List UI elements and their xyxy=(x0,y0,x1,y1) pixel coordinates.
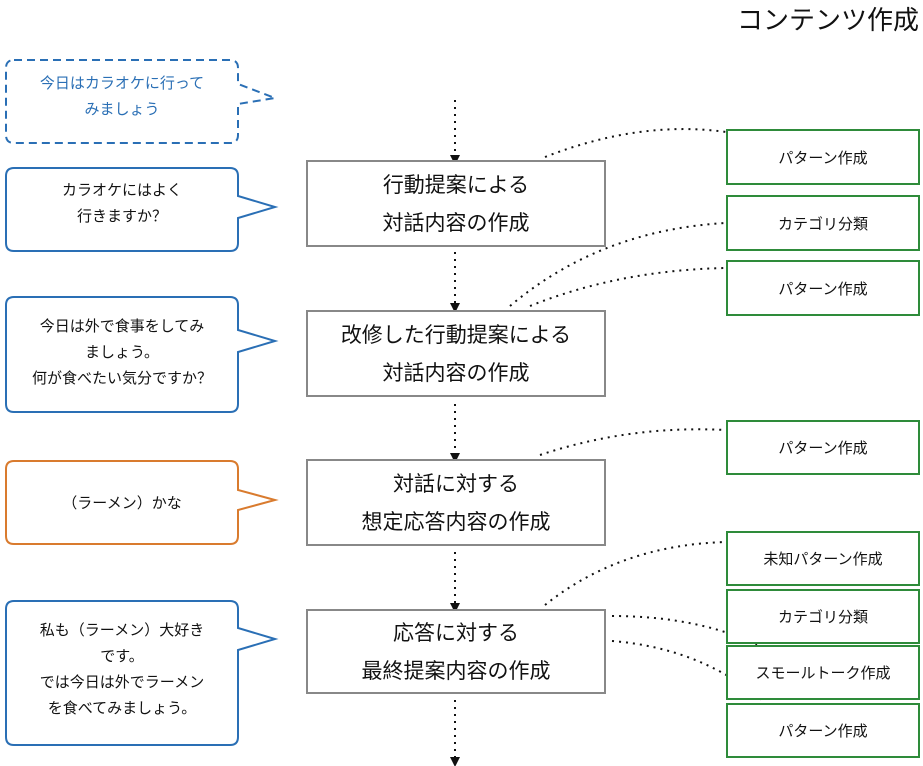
tag-connector-2 xyxy=(509,222,727,307)
bubble-shape-5 xyxy=(5,600,279,746)
tag-box-1 xyxy=(726,129,920,185)
bubble-shape-2 xyxy=(5,167,279,252)
bubble-shape-4 xyxy=(5,460,279,545)
tag-box-8 xyxy=(726,703,920,758)
step-box-4 xyxy=(306,609,606,694)
step-box-3 xyxy=(306,459,606,546)
page-title: コンテンツ作成 xyxy=(736,6,919,36)
speech-bubbles xyxy=(5,59,279,746)
step-box-2 xyxy=(306,310,606,397)
tag-box-7 xyxy=(726,645,920,700)
bubble-text-3: 今日は外で食事をしてみ ましょう。 何が食べたい気分ですか？ xyxy=(31,317,212,387)
tag-text-2: カテゴリ分類 xyxy=(777,214,868,233)
step-text-1: 行動提案による 対話内容の作成 xyxy=(382,173,530,235)
tag-text-8: パターン作成 xyxy=(778,722,868,740)
tag-connector-5 xyxy=(544,541,727,606)
tag-box-5 xyxy=(726,531,920,586)
tag-box-2 xyxy=(726,195,920,251)
tag-text-3: パターン作成 xyxy=(778,279,868,298)
tag-text-7: スモールトーク作成 xyxy=(755,664,891,682)
bubble-shape-3 xyxy=(5,296,279,413)
tag-box-4 xyxy=(726,420,920,475)
bubble-text-4: （ラーメン）かな xyxy=(62,494,182,512)
tag-connector-1 xyxy=(544,128,727,158)
tag-text-4: パターン作成 xyxy=(778,439,868,457)
tag-box-6 xyxy=(726,589,920,644)
tag-connector-4 xyxy=(539,428,727,456)
tag-boxes xyxy=(726,129,920,758)
bubble-shape-1 xyxy=(5,59,279,144)
tag-text-1: パターン作成 xyxy=(778,148,868,167)
bubble-text-1: 今日はカラオケに行って みましょう xyxy=(39,74,205,118)
tag-text-6: カテゴリ分類 xyxy=(777,608,868,626)
bubble-text-5: 私も（ラーメン）大好き です。 では今日は外でラーメン を食べてみましょう。 xyxy=(39,621,205,717)
step-text-3: 対話に対する 想定応答内容の作成 xyxy=(361,472,551,534)
process-steps xyxy=(306,160,606,694)
tag-box-3 xyxy=(726,260,920,316)
bubble-text-2: カラオケにはよく 行きますか？ xyxy=(61,181,182,225)
step-text-4: 応答に対する 最終提案内容の作成 xyxy=(361,621,551,683)
tag-connector-3 xyxy=(529,267,727,307)
step-box-1 xyxy=(306,160,606,247)
tag-text-5: 未知パターン作成 xyxy=(763,550,883,568)
step-text-2: 改修した行動提案による 対話内容の作成 xyxy=(340,323,572,385)
